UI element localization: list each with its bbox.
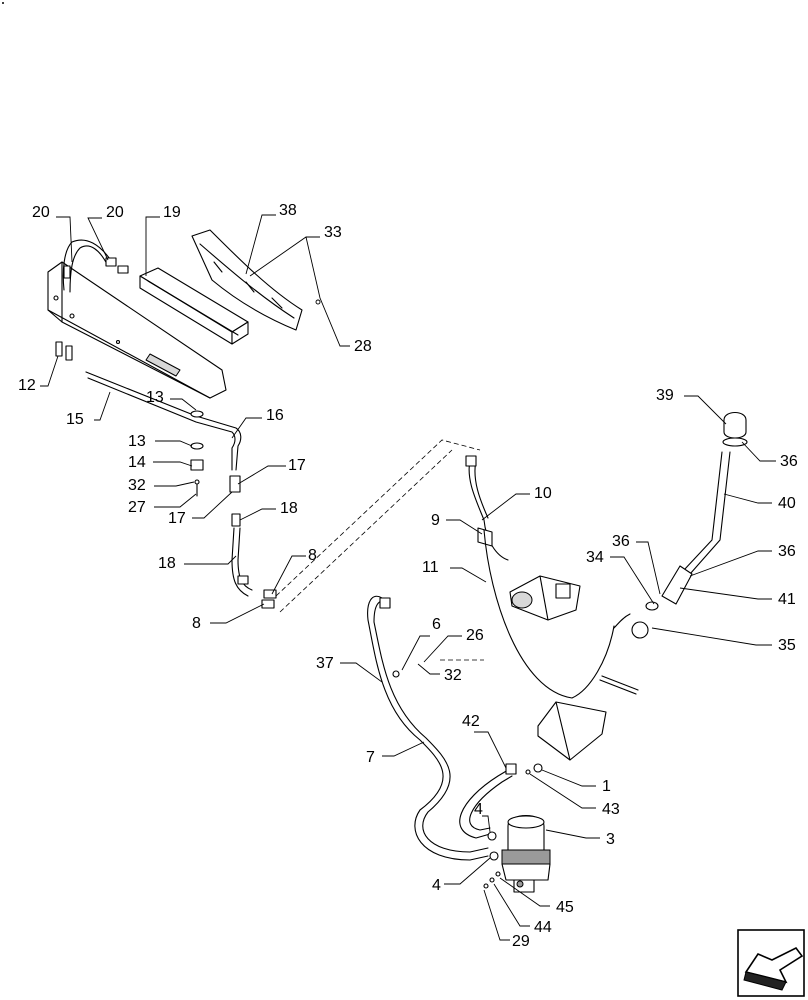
callout-17: 17 bbox=[168, 510, 186, 527]
mounting-bracket bbox=[191, 229, 303, 331]
tube-15-16 bbox=[85, 371, 242, 493]
callout-13: 13 bbox=[146, 389, 164, 406]
callout-17: 17 bbox=[288, 457, 306, 474]
bracket-lower bbox=[537, 675, 639, 761]
callout-45: 45 bbox=[556, 899, 574, 916]
callout-36: 36 bbox=[612, 533, 630, 550]
callout-14: 14 bbox=[128, 454, 146, 471]
callout-13: 13 bbox=[128, 433, 146, 450]
callout-41: 41 bbox=[778, 591, 796, 608]
callout-36: 36 bbox=[780, 453, 798, 470]
bracket-plate bbox=[47, 261, 227, 399]
oil-cooler bbox=[139, 267, 249, 345]
callout-20: 20 bbox=[106, 204, 124, 221]
callout-29: 29 bbox=[512, 933, 530, 950]
corner-mark bbox=[2, 2, 4, 4]
callout-36: 36 bbox=[778, 543, 796, 560]
callout-10: 10 bbox=[534, 485, 552, 502]
callout-8: 8 bbox=[192, 615, 201, 632]
callout-43: 43 bbox=[602, 801, 620, 818]
callout-32: 32 bbox=[128, 477, 146, 494]
tube-18 bbox=[231, 513, 277, 609]
callout-40: 40 bbox=[778, 495, 796, 512]
callout-18: 18 bbox=[158, 555, 176, 572]
callout-12: 12 bbox=[18, 377, 36, 394]
callout-42: 42 bbox=[462, 713, 480, 730]
callout-9: 9 bbox=[431, 512, 440, 529]
callout-labels: 20 20 19 38 33 28 12 15 13 16 13 14 17 3… bbox=[18, 202, 798, 950]
filler-neck bbox=[613, 411, 748, 639]
dashed-route bbox=[275, 439, 484, 661]
callout-28: 28 bbox=[354, 338, 372, 355]
callout-26: 26 bbox=[466, 627, 484, 644]
callout-18: 18 bbox=[280, 500, 298, 517]
callout-20: 20 bbox=[32, 204, 50, 221]
hose-10-11 bbox=[465, 455, 615, 699]
leader-lines bbox=[40, 214, 776, 941]
callout-7: 7 bbox=[366, 749, 375, 766]
callout-37: 37 bbox=[316, 655, 334, 672]
filter-housing-upper bbox=[509, 575, 581, 621]
callout-3: 3 bbox=[606, 831, 615, 848]
callout-32: 32 bbox=[444, 667, 462, 684]
fuel-filter bbox=[483, 814, 551, 893]
callout-19: 19 bbox=[163, 204, 181, 221]
callout-4: 4 bbox=[432, 877, 441, 894]
callout-4: 4 bbox=[474, 801, 483, 818]
callout-34: 34 bbox=[586, 549, 604, 566]
callout-44: 44 bbox=[534, 919, 552, 936]
callout-27: 27 bbox=[128, 499, 146, 516]
hoses-top bbox=[62, 239, 129, 293]
callout-35: 35 bbox=[778, 637, 796, 654]
fittings-left bbox=[55, 341, 73, 361]
callout-1: 1 bbox=[602, 778, 611, 795]
callout-33: 33 bbox=[324, 224, 342, 241]
callout-38: 38 bbox=[279, 202, 297, 219]
callout-8: 8 bbox=[308, 547, 317, 564]
navigation-arrow-icon[interactable] bbox=[737, 929, 805, 997]
callout-39: 39 bbox=[656, 387, 674, 404]
callout-11: 11 bbox=[422, 559, 439, 576]
pipe-42 bbox=[459, 763, 543, 839]
callout-6: 6 bbox=[432, 616, 441, 633]
callout-15: 15 bbox=[66, 411, 84, 428]
callout-16: 16 bbox=[266, 407, 284, 424]
